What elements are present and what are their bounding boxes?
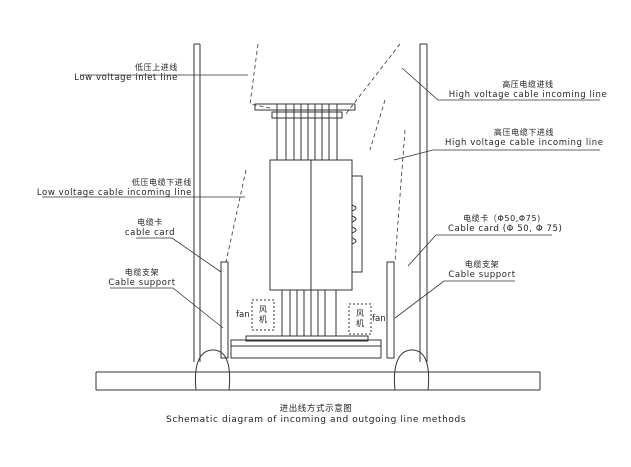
leader-lines — [42, 67, 600, 329]
label-low-voltage-inlet: 低压上进线 Low voltage inlet line — [74, 63, 178, 83]
transformer-core-bottom — [281, 289, 337, 337]
label-high-voltage-cable-down: 高压电缆下进线 High voltage cable incoming line — [445, 128, 604, 148]
label-cable-support-right: 电缆支架 Cable support — [448, 260, 516, 280]
fan-left-label: fan — [236, 310, 250, 320]
ground-line — [95, 371, 541, 391]
fan-left-box — [251, 299, 275, 331]
transformer-core-top — [254, 103, 356, 161]
fan-right-label: fan — [372, 314, 386, 324]
cable-support-right — [386, 261, 395, 359]
fan-right-zh-label: 风机 — [356, 309, 364, 328]
fan-left-zh-label: 风机 — [259, 305, 267, 324]
transformer-body — [269, 159, 363, 291]
cable-routes — [225, 43, 406, 263]
label-cable-card-left: 电缆卡 cable card — [124, 218, 176, 238]
label-cable-card-right: 电缆卡（Φ50,Φ75) Cable card (Φ 50, Φ 75) — [448, 214, 563, 234]
cable-trench-left — [194, 349, 231, 391]
cable-support-left — [220, 261, 229, 359]
label-cable-support-left: 电缆支架 Cable support — [108, 268, 176, 288]
cable-trench-right — [393, 349, 430, 391]
label-high-voltage-cable-top: 高压电缆进线 High voltage cable incoming line — [448, 80, 608, 100]
fan-right-box — [348, 303, 372, 335]
cabinet-walls — [193, 43, 428, 362]
diagram-caption: 进出线方式示意图 Schematic diagram of incoming a… — [166, 404, 467, 425]
label-low-voltage-cable: 低压电缆下进线 Low voltage cable incoming line — [36, 178, 192, 198]
transformer-base — [230, 335, 382, 359]
